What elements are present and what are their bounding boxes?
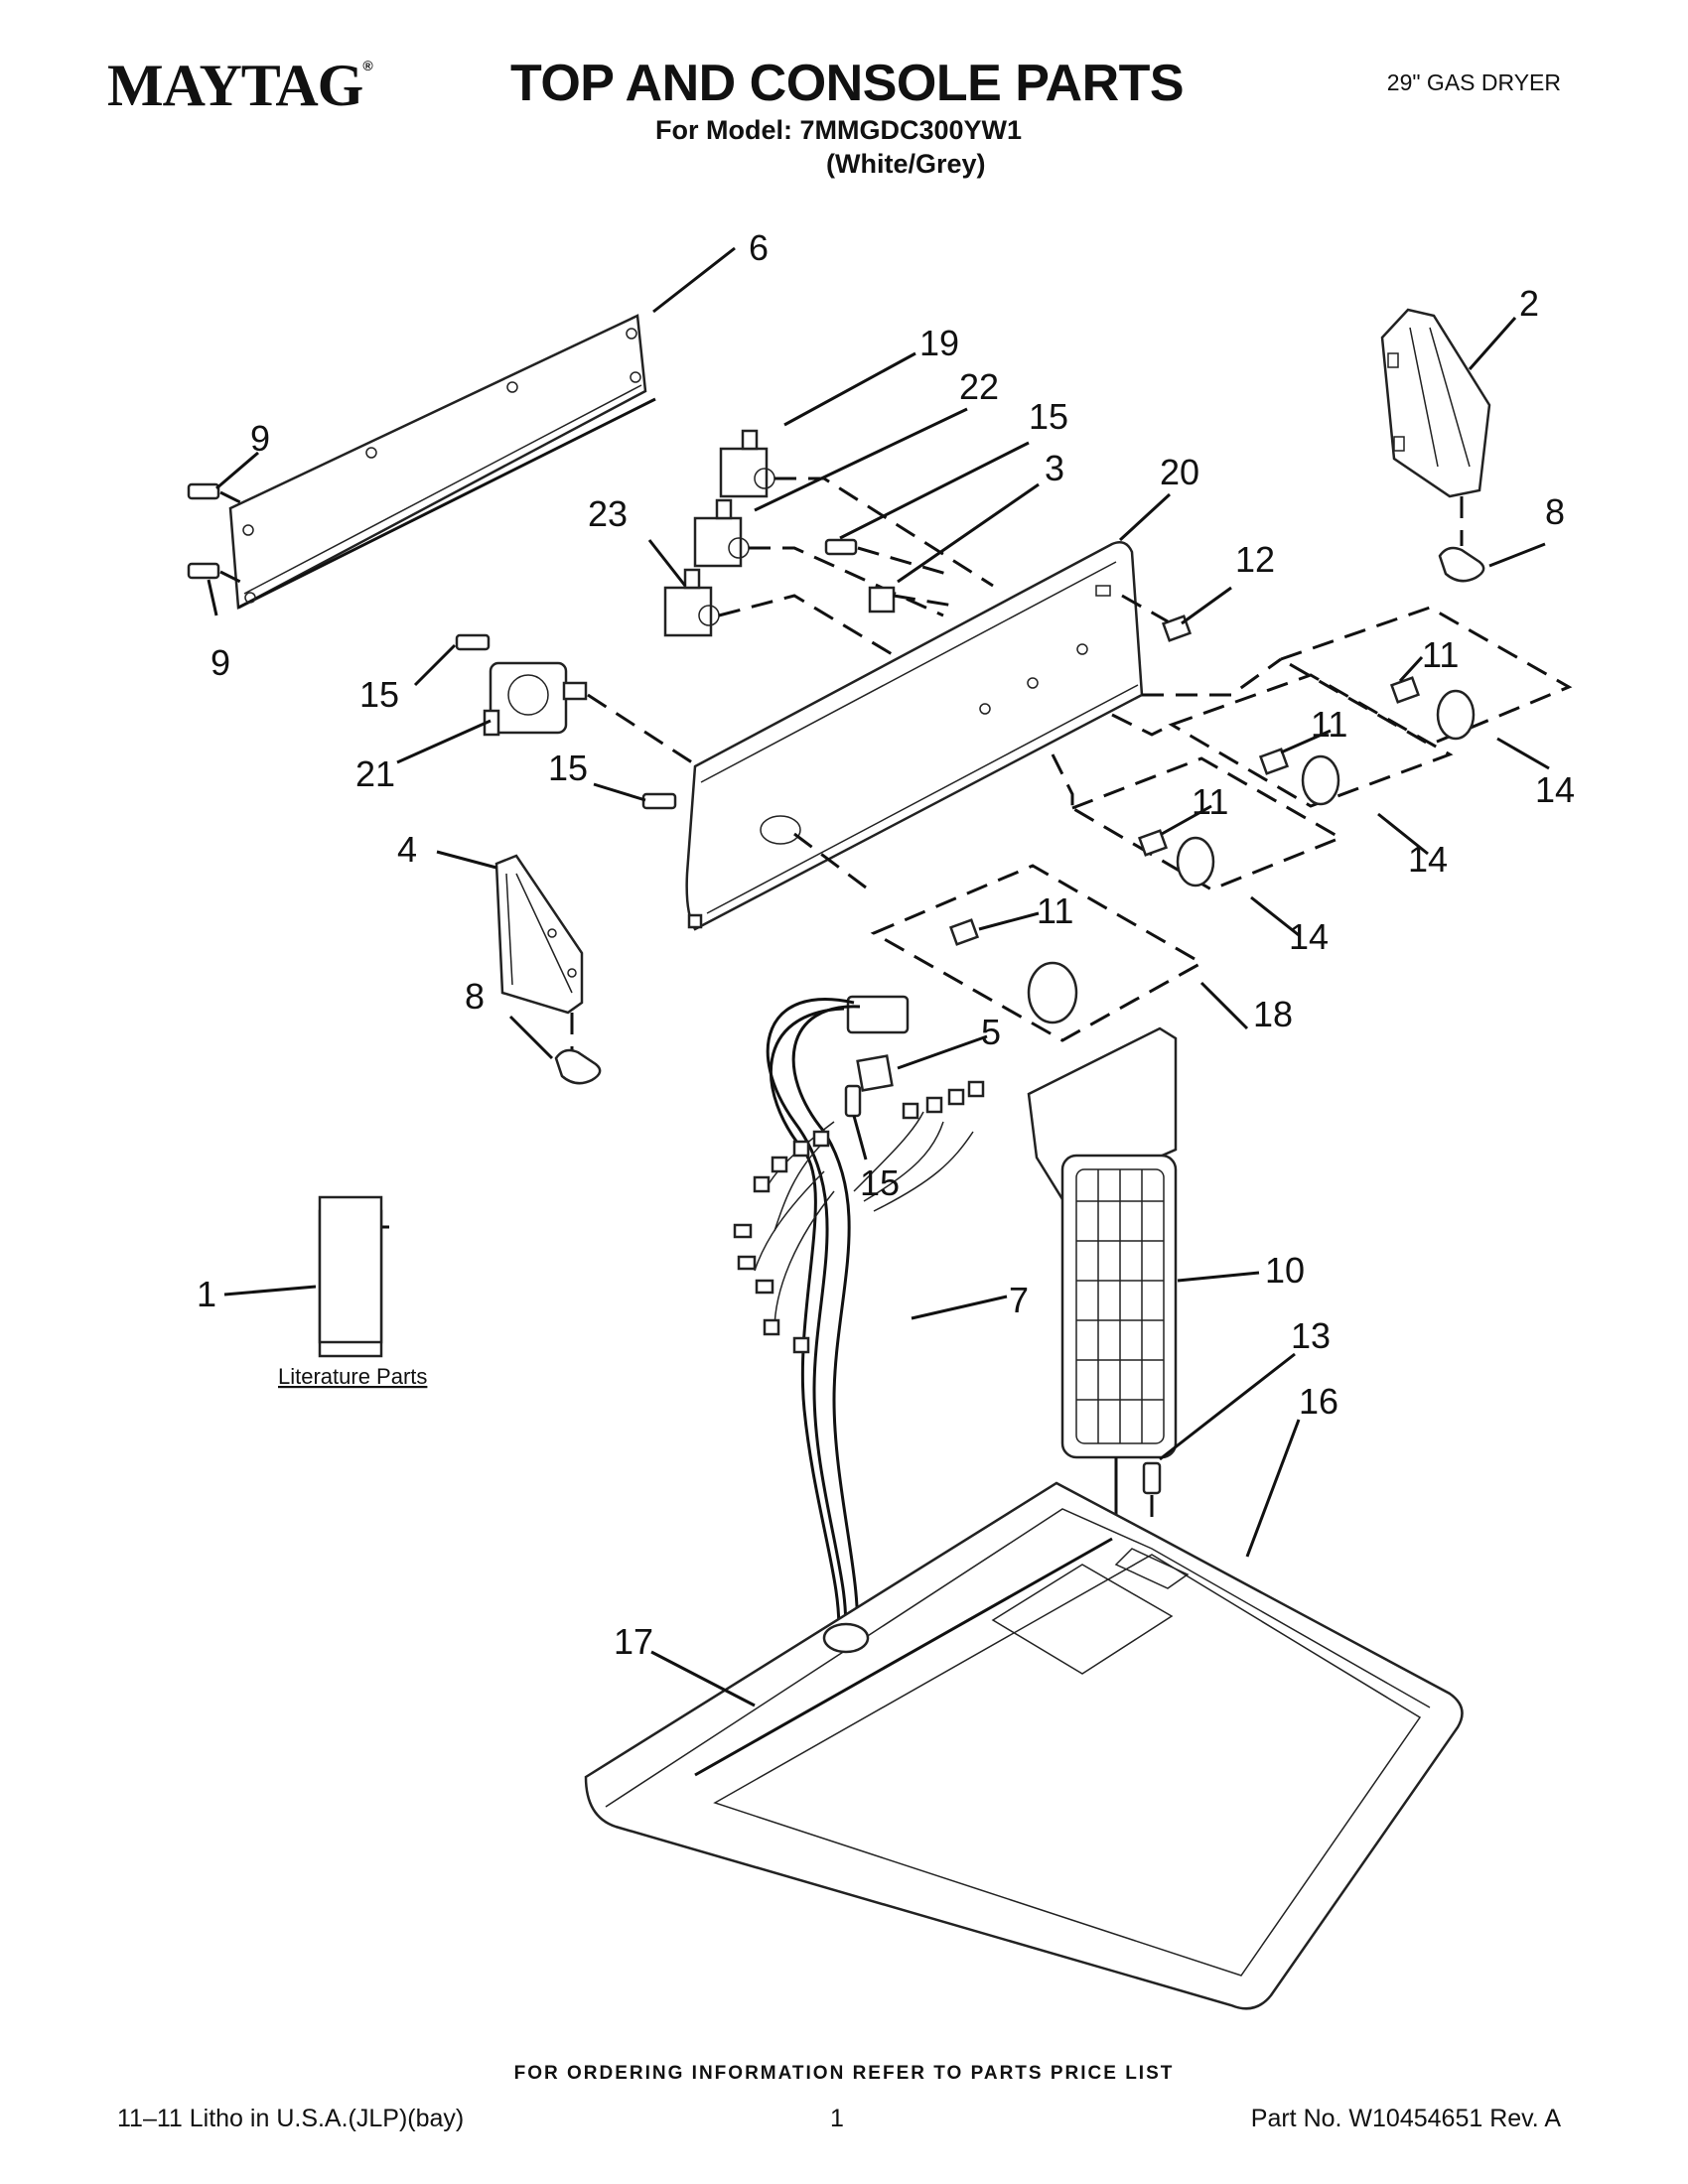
model-color: (White/Grey) (826, 149, 986, 179)
callout-15-b: 15 (359, 674, 399, 715)
callout-21: 21 (355, 753, 395, 794)
callout-23: 23 (588, 493, 628, 534)
callout-6: 6 (749, 227, 769, 268)
knob-kit-14-middle (1168, 673, 1454, 808)
part-9-screws (187, 482, 220, 580)
knob-kit-14-top (1277, 606, 1573, 747)
page-number: 1 (830, 2105, 844, 2132)
part-5-connector (856, 1054, 894, 1092)
part-8-clip-right (1438, 546, 1485, 583)
callout-11-b: 11 (1311, 704, 1347, 745)
knob-kit-18 (870, 864, 1205, 1042)
callout-12: 12 (1235, 539, 1275, 580)
callout-22: 22 (959, 366, 999, 407)
part-15-screw-harness (844, 1084, 862, 1118)
callout-2: 2 (1519, 283, 1539, 324)
callout-14-b: 14 (1408, 839, 1448, 880)
part-number: Part No. W10454651 Rev. A (1250, 2105, 1561, 2132)
part-8-clip-left (554, 1048, 602, 1085)
ordering-info: FOR ORDERING INFORMATION REFER TO PARTS … (513, 2063, 1175, 2084)
product-type: 29" GAS DRYER (1386, 69, 1561, 95)
part-16-top-panel (584, 1481, 1464, 2010)
page-title: TOP AND CONSOLE PARTS (510, 55, 1185, 112)
callout-11-a: 11 (1422, 634, 1459, 675)
part-2-console-end-cap (1380, 308, 1491, 498)
callout-8-a: 8 (1545, 491, 1565, 532)
part-15-screw-left-upper (455, 633, 491, 651)
callout-19: 19 (919, 323, 959, 363)
callout-8-b: 8 (465, 976, 485, 1017)
callout-9-b: 9 (211, 642, 230, 683)
callout-15-a: 15 (1029, 396, 1068, 437)
part-6-rear-bracket (228, 314, 656, 610)
callout-18: 18 (1253, 994, 1293, 1034)
part-13-screw (1142, 1461, 1162, 1495)
callout-11-d: 11 (1037, 890, 1073, 931)
brand-logo: MAYTAG® (107, 52, 373, 120)
callout-1: 1 (197, 1274, 216, 1314)
part-15-screw-top (824, 538, 858, 556)
callout-7: 7 (1009, 1280, 1029, 1320)
callout-20: 20 (1160, 452, 1199, 492)
knob-kit-14-lower (1068, 756, 1344, 891)
litho-info: 11–11 Litho in U.S.A.(JLP)(bay) (117, 2105, 465, 2132)
part-21-timer (483, 661, 588, 737)
part-15-screw-left-lower (641, 792, 677, 810)
part-10-lint-screen (1027, 1026, 1178, 1459)
part-22-switch (693, 498, 750, 568)
callout-5: 5 (981, 1012, 1001, 1052)
registered-mark: ® (362, 58, 372, 73)
part-7-wire-harness (733, 995, 985, 1639)
callout-11-c: 11 (1192, 781, 1228, 822)
callout-9-a: 9 (250, 418, 270, 459)
callout-14-a: 14 (1535, 769, 1575, 810)
part-4-end-cap-left (494, 854, 584, 1015)
callout-13: 13 (1291, 1315, 1331, 1356)
callout-16: 16 (1299, 1381, 1338, 1422)
literature-parts-label: Literature Parts (278, 1364, 427, 1389)
callout-14-c: 14 (1289, 916, 1329, 957)
part-19-switch (719, 429, 775, 498)
part-20-console-panel (685, 541, 1144, 931)
callout-10: 10 (1265, 1250, 1305, 1291)
model-number: For Model: 7MMGDC300YW1 (655, 115, 1023, 145)
part-23-switch (663, 568, 720, 637)
callout-15-c: 15 (548, 748, 588, 788)
brand-name: MAYTAG (107, 53, 363, 118)
callout-4: 4 (397, 829, 417, 870)
callout-17: 17 (614, 1621, 653, 1662)
leader-lines (207, 246, 1550, 1707)
callout-3: 3 (1045, 448, 1064, 488)
part-3-clip (868, 586, 896, 614)
callout-15-d: 15 (860, 1162, 900, 1203)
part-1-literature (318, 1195, 389, 1358)
